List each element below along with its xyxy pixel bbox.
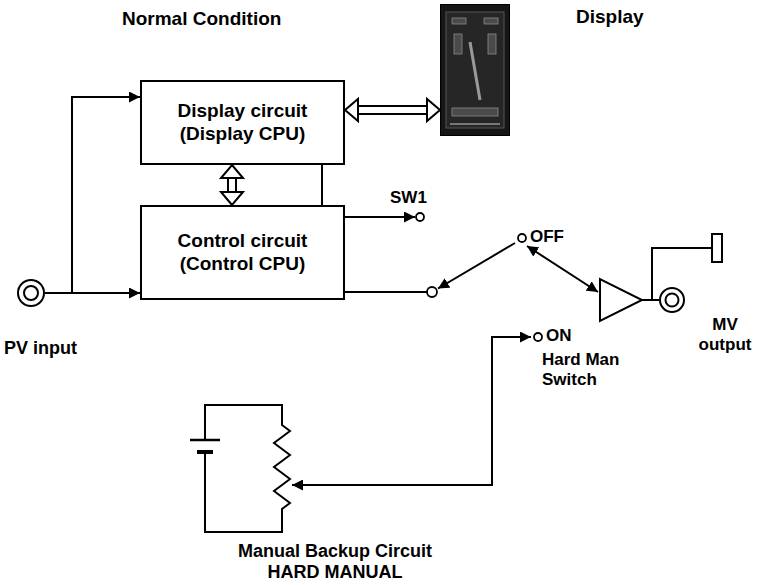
board-detail	[452, 18, 466, 24]
terminal-symbol	[415, 212, 425, 222]
circuit-label: HARD MANUAL	[180, 562, 490, 584]
diagram-title: Normal Condition	[122, 8, 281, 31]
box-label: Control circuit	[178, 230, 308, 253]
data-link-arrow	[358, 105, 427, 115]
switch-terminal	[427, 287, 437, 297]
board-detail	[450, 123, 500, 125]
data-link-arrow	[227, 178, 237, 192]
terminal-core	[666, 294, 679, 307]
board-detail	[452, 108, 498, 116]
manual-wire	[292, 337, 531, 485]
process-box: Display circuit(Display CPU)	[140, 80, 345, 165]
output-terminal: MV output	[657, 285, 769, 360]
arrow-head	[221, 192, 243, 205]
switch-arm	[527, 246, 598, 292]
terminal-symbol	[17, 279, 45, 307]
arrow-head	[345, 99, 358, 121]
load-symbol	[712, 234, 722, 262]
terminal-core	[24, 286, 38, 300]
connector-group	[45, 293, 140, 294]
box-label: (Control CPU)	[180, 253, 306, 276]
signal-arrow	[45, 97, 140, 293]
switch-contact: OFF	[515, 226, 570, 250]
contact-circle	[534, 333, 542, 341]
manual-loop-wire	[205, 405, 290, 532]
output-wire	[642, 299, 659, 301]
display-panel	[446, 12, 504, 128]
arrow-head	[427, 99, 440, 121]
board-detail	[454, 34, 462, 54]
contact-circle	[518, 234, 526, 242]
terminal-label: Display	[576, 6, 644, 29]
board-detail	[488, 34, 496, 54]
signal-arrow	[45, 292, 140, 294]
connector-group	[345, 99, 440, 121]
terminal-symbol	[517, 233, 527, 243]
display-unit: Display	[440, 4, 655, 136]
switch-arm	[438, 243, 515, 289]
circuit-label: Manual Backup Circuit	[180, 541, 490, 563]
box-label: Display circuit	[178, 100, 308, 123]
process-box: Control circuit(Control CPU)	[140, 205, 345, 300]
terminal-label: OFF	[530, 227, 564, 247]
terminal-ring	[18, 280, 44, 306]
battery-symbol	[190, 439, 220, 442]
input-terminal: PV input	[4, 277, 94, 362]
box-label: (Display CPU)	[180, 123, 306, 146]
battery-symbol	[197, 450, 213, 454]
terminal-symbol	[659, 287, 685, 313]
arrow-head	[221, 165, 243, 178]
display-picture	[440, 4, 510, 136]
arrow-interior	[358, 107, 427, 113]
switch-contact: SW1	[390, 188, 435, 224]
switch-label: Hard Man Switch	[542, 350, 642, 391]
terminal-symbol	[533, 332, 543, 342]
board-detail	[484, 18, 498, 24]
output-wire	[345, 291, 427, 293]
switch-contact: ON	[531, 325, 576, 349]
board-detail	[470, 42, 480, 100]
contact-circle	[416, 213, 424, 221]
terminal-label: MV output	[689, 315, 761, 356]
terminal-label: ON	[546, 326, 572, 346]
arrow-interior	[229, 178, 235, 192]
amplifier-symbol	[600, 279, 642, 321]
connector-group	[221, 165, 243, 205]
connector-group	[45, 97, 140, 293]
terminal-ring	[660, 288, 684, 312]
terminal-label: PV input	[4, 338, 77, 360]
display-board	[441, 5, 510, 136]
terminal-label: SW1	[390, 188, 427, 208]
